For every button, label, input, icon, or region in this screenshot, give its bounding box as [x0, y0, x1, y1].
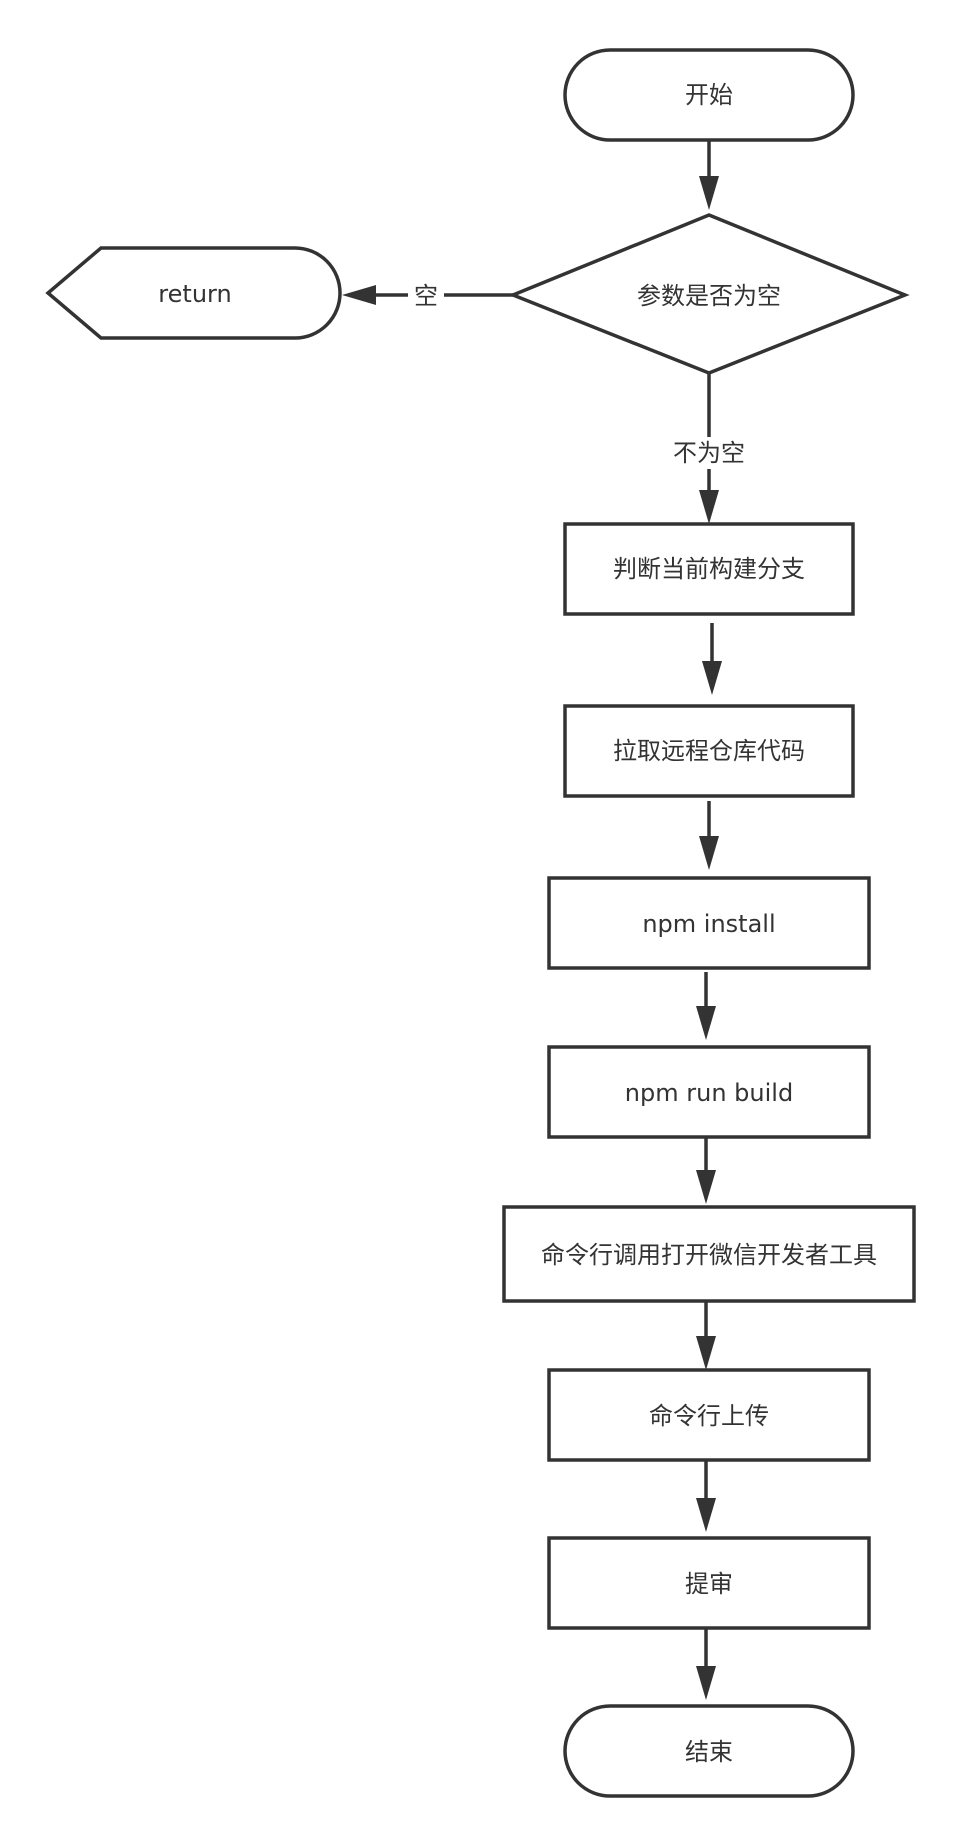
cli-upload-label: 命令行上传 [649, 1402, 769, 1430]
pull-code-label: 拉取远程仓库代码 [613, 737, 805, 765]
empty-branch-label: 空 [414, 282, 438, 310]
not-empty-branch-label: 不为空 [673, 439, 745, 467]
npm-build-node: npm run build [547, 1045, 871, 1139]
end-node: 结束 [563, 1704, 855, 1798]
arrow-decision-to-branch: 不为空 [669, 373, 749, 524]
open-devtools-node: 命令行调用打开微信开发者工具 [502, 1205, 916, 1303]
start-label: 开始 [685, 81, 733, 109]
arrow-branch-to-pull [702, 623, 722, 695]
review-node: 提审 [547, 1536, 871, 1630]
arrow-decision-to-return: 空 [342, 280, 513, 310]
end-label: 结束 [685, 1738, 733, 1766]
arrow-start-to-decision [699, 140, 719, 210]
return-node: return [45, 246, 342, 340]
decision-node: 参数是否为空 [508, 213, 910, 375]
pull-code-node: 拉取远程仓库代码 [563, 704, 855, 798]
arrow-install-to-build [696, 972, 716, 1040]
npm-install-node: npm install [547, 876, 871, 970]
arrow-build-to-devtools [696, 1137, 716, 1204]
open-devtools-label: 命令行调用打开微信开发者工具 [541, 1241, 877, 1269]
cli-upload-node: 命令行上传 [547, 1368, 871, 1462]
arrow-pull-to-install [699, 801, 719, 870]
return-label: return [158, 280, 231, 308]
start-node: 开始 [563, 48, 855, 142]
npm-install-label: npm install [642, 910, 775, 938]
decision-label: 参数是否为空 [637, 282, 781, 310]
arrow-devtools-to-upload [696, 1302, 716, 1370]
arrow-review-to-end [696, 1628, 716, 1700]
branch-check-node: 判断当前构建分支 [563, 522, 855, 616]
npm-build-label: npm run build [625, 1079, 793, 1107]
branch-check-label: 判断当前构建分支 [613, 555, 805, 583]
review-label: 提审 [685, 1570, 733, 1598]
arrow-upload-to-review [696, 1460, 716, 1532]
